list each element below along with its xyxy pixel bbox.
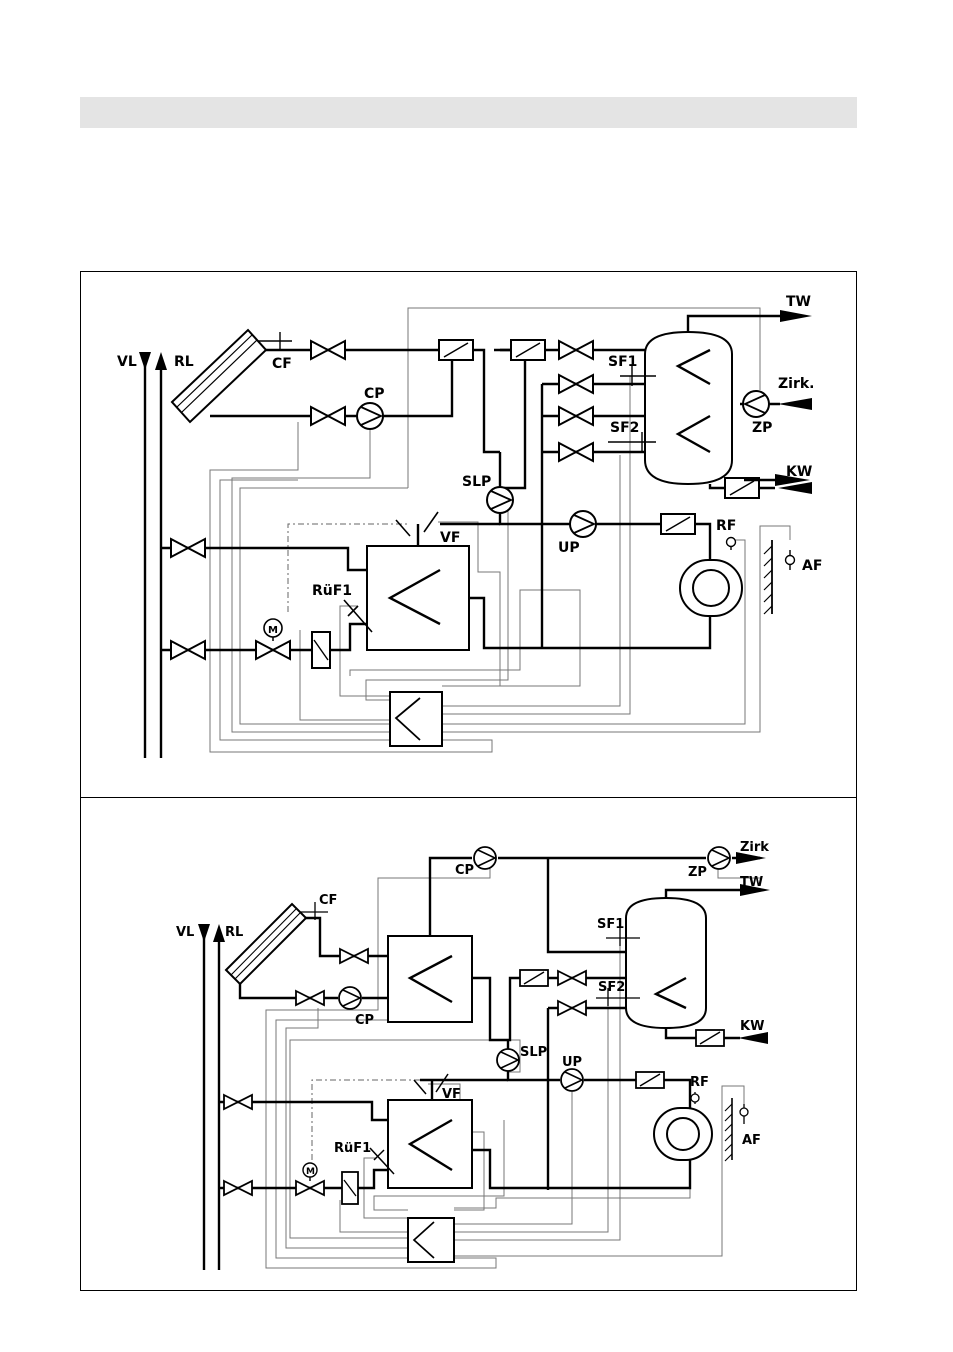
zp-pump-icon: [743, 391, 769, 417]
outside-wall-bottom: [725, 1098, 732, 1161]
heat-exchanger-top: [367, 546, 469, 650]
valve-collector-return: [311, 407, 345, 425]
label-kw-top: KW: [786, 464, 812, 480]
valve-sf-lower-bottom: [558, 1001, 586, 1015]
vl-rl-pipes-top: [139, 352, 167, 758]
valve-sf2-upper: [559, 407, 593, 425]
label-cf-top: CF: [272, 356, 292, 372]
label-sf1-bottom: SF1: [597, 917, 624, 932]
valve-collector-flow: [311, 341, 345, 359]
rf-sensor: [727, 538, 736, 551]
outside-wall: [764, 540, 772, 614]
label-up-top: UP: [558, 540, 580, 556]
label-vf-top: VF: [440, 530, 460, 546]
valve-collector-return-bottom: [296, 991, 324, 1005]
valve-rl-branch-bottom: [224, 1181, 252, 1195]
label-cf-bottom: CF: [319, 893, 337, 908]
af-sensor: [786, 550, 795, 570]
valve-sf2-lower: [559, 443, 593, 461]
check-valve-vertical: [312, 632, 330, 668]
valve-collector-flow-bottom: [340, 949, 368, 963]
label-zp-bottom: ZP: [688, 865, 707, 880]
label-vf-bottom: VF: [442, 1087, 461, 1102]
label-motor-bottom: M: [306, 1167, 315, 1177]
label-zirk-top: Zirk.: [778, 376, 814, 392]
vl-rl-pipes-bottom: [198, 924, 225, 1270]
label-up-bottom: UP: [562, 1055, 582, 1070]
zp-pump-icon-bottom: [708, 847, 730, 869]
label-rl-top: RL: [174, 354, 194, 370]
label-kw-bottom: KW: [740, 1019, 764, 1034]
label-cp-bottom-top: CP: [455, 863, 474, 878]
check-valve-storage: [511, 340, 545, 360]
label-sf1-top: SF1: [608, 354, 637, 370]
label-sf2-top: SF2: [610, 420, 639, 436]
solar-heat-exchanger-bottom: [388, 936, 472, 1022]
label-rf-bottom: RF: [690, 1075, 709, 1090]
heat-exchanger-bottom: [388, 1100, 472, 1188]
rl-arrow-icon-bottom: [213, 924, 225, 942]
check-valve-up: [661, 514, 695, 534]
label-zirk-bottom: Zirk: [740, 840, 769, 855]
up-pump-icon: [570, 511, 596, 537]
rf-sensor-bottom: [691, 1092, 699, 1104]
boiler-bottom: [654, 1108, 712, 1160]
solar-collector-top: [172, 330, 292, 422]
diagram-bottom: VL RL CF CP CP Zirk ZP TW SF1 SF2 KW SLP…: [176, 840, 770, 1270]
vl-arrow-icon-bottom: [198, 924, 210, 942]
cp-pump-icon-bottom-top: [474, 847, 496, 869]
valve-sf1-lower: [559, 375, 593, 393]
zirk-arrow-icon: [778, 398, 812, 410]
label-af-top: AF: [802, 558, 822, 574]
slp-pump-icon-bottom: [497, 1049, 519, 1071]
vl-arrow-icon: [139, 352, 151, 370]
label-af-bottom: AF: [742, 1133, 761, 1148]
controller-bottom: [408, 1218, 454, 1262]
label-rl-bottom: RL: [225, 925, 243, 940]
cp-pump-icon: [357, 403, 383, 429]
valve-vl-branch-bottom: [224, 1095, 252, 1109]
check-valve-storage-bottom: [520, 970, 548, 986]
label-tw-top: TW: [786, 294, 811, 310]
check-valve-kw-bottom: [696, 1030, 724, 1046]
check-valve-up-bottom: [636, 1072, 664, 1088]
slp-pump-icon: [487, 487, 513, 513]
check-valve-collector: [439, 340, 473, 360]
label-zp-top: ZP: [752, 420, 772, 436]
label-cp-top: CP: [364, 386, 385, 402]
valve-rl-branch: [171, 641, 205, 659]
label-slp-bottom: SLP: [520, 1045, 547, 1060]
label-vl-bottom: VL: [176, 925, 194, 940]
label-sf2-bottom: SF2: [598, 980, 625, 995]
label-ruf1-bottom: RüF1: [334, 1141, 371, 1156]
tw-arrow-icon: [780, 310, 812, 322]
label-slp-top: SLP: [462, 474, 491, 490]
rl-arrow-icon: [155, 352, 167, 370]
af-sensor-bottom: [740, 1104, 748, 1124]
valve-sf-upper-bottom: [558, 971, 586, 985]
label-tw-bottom: TW: [740, 875, 763, 890]
label-vl-top: VL: [117, 354, 137, 370]
up-pump-icon-bottom: [561, 1069, 583, 1091]
label-cp-bottom: CP: [355, 1013, 374, 1028]
diagram-top: VL RL CF CP TW SF1 Zirk. SF2 ZP KW SLP V…: [117, 294, 822, 758]
check-valve-vertical-bottom: [342, 1172, 358, 1204]
valve-vl-branch: [171, 539, 205, 557]
valve-sf1-upper: [559, 341, 593, 359]
solar-collector-bottom: [226, 902, 328, 984]
controller-top: [390, 692, 442, 746]
label-motor-top: M: [268, 625, 278, 636]
cp-pump-icon-bottom: [339, 987, 361, 1009]
boiler-top: [680, 560, 742, 616]
label-ruf1-top: RüF1: [312, 583, 352, 599]
label-rf-top: RF: [716, 518, 736, 534]
